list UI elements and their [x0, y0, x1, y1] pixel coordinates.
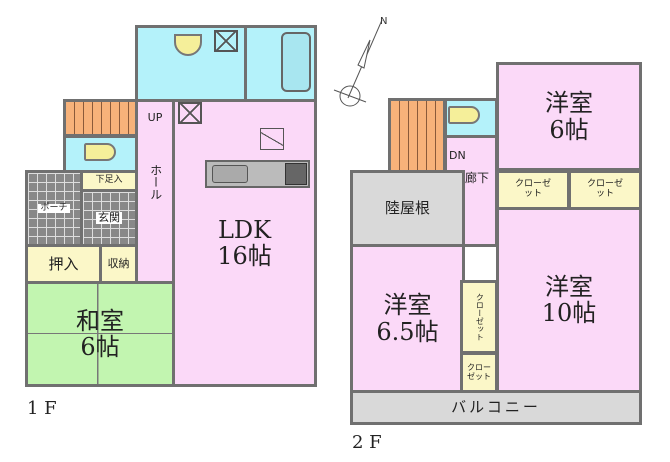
- western-room-10-name: 洋室: [545, 272, 593, 301]
- storage-box-icon: [178, 102, 202, 124]
- corridor-label: 廊下: [465, 171, 490, 186]
- western-room-10-size: 10帖: [541, 299, 597, 327]
- closet-small: クローゼット: [460, 352, 498, 393]
- stairs-1f: [63, 99, 139, 137]
- entrance: 玄関: [80, 189, 138, 247]
- hall-label: ホール: [148, 164, 163, 201]
- fridge-icon: [260, 128, 284, 150]
- western-room-6-name: 洋室: [545, 89, 593, 118]
- closet-b-label: クローゼット: [586, 179, 623, 199]
- floor-2-label: 2 F: [352, 432, 382, 453]
- toilet-icon: [448, 106, 480, 124]
- shoe-cabinet-label: 下足入: [95, 175, 123, 186]
- western-room-10: 洋室 10帖: [496, 207, 642, 393]
- bathtub-icon: [281, 32, 311, 92]
- closet-vertical: クローゼット: [460, 280, 498, 354]
- closet-small-label: クローゼット: [467, 362, 491, 381]
- stairs-up-label: UP: [147, 111, 163, 124]
- flat-roof: 陸屋根: [350, 170, 465, 247]
- closet-b: クローゼット: [568, 170, 642, 210]
- washitsu: 和室 6帖: [25, 281, 175, 387]
- storage-label: 収納: [107, 256, 130, 270]
- western-room-6: 洋室 6帖: [496, 62, 642, 171]
- western-room-6-5: 洋室 6.5帖: [350, 244, 465, 393]
- washitsu-name: 和室: [76, 306, 124, 335]
- washing-machine-icon: [214, 30, 238, 52]
- ldk-size: 16帖: [217, 242, 272, 270]
- storage: 収納: [99, 244, 138, 284]
- closet-vertical-label: クローゼット: [475, 293, 485, 341]
- oshiire: 押入: [25, 244, 102, 284]
- ldk: LDK 16帖: [172, 99, 317, 387]
- floor-1-label: 1 F: [27, 398, 57, 419]
- closet-a-label: クローゼット: [514, 179, 551, 199]
- western-room-6-5-size: 6.5帖: [376, 317, 439, 346]
- stairs-down-label: DN: [449, 149, 466, 162]
- western-room-6-5-name: 洋室: [383, 291, 432, 320]
- washbasin-icon: [174, 34, 202, 56]
- washitsu-size: 6帖: [80, 333, 120, 361]
- flat-roof-label: 陸屋根: [384, 199, 430, 218]
- compass-north-arrow: N: [333, 16, 387, 107]
- balcony: バルコニー: [350, 390, 642, 425]
- toilet-icon: [84, 143, 116, 161]
- ldk-name: LDK: [217, 215, 272, 244]
- hall: UP ホール: [135, 99, 175, 284]
- porch: ポーチ: [25, 170, 83, 247]
- western-room-6-size: 6帖: [549, 115, 589, 144]
- entrance-label: 玄関: [96, 210, 122, 225]
- stairs-2f: [388, 98, 446, 174]
- oshiire-label: 押入: [48, 254, 79, 273]
- north-label: N: [380, 16, 387, 27]
- sink-icon: [212, 165, 248, 183]
- closet-a: クローゼット: [496, 170, 570, 210]
- stove-icon: [285, 163, 307, 185]
- porch-label: ポーチ: [38, 202, 70, 214]
- balcony-label: バルコニー: [451, 398, 541, 417]
